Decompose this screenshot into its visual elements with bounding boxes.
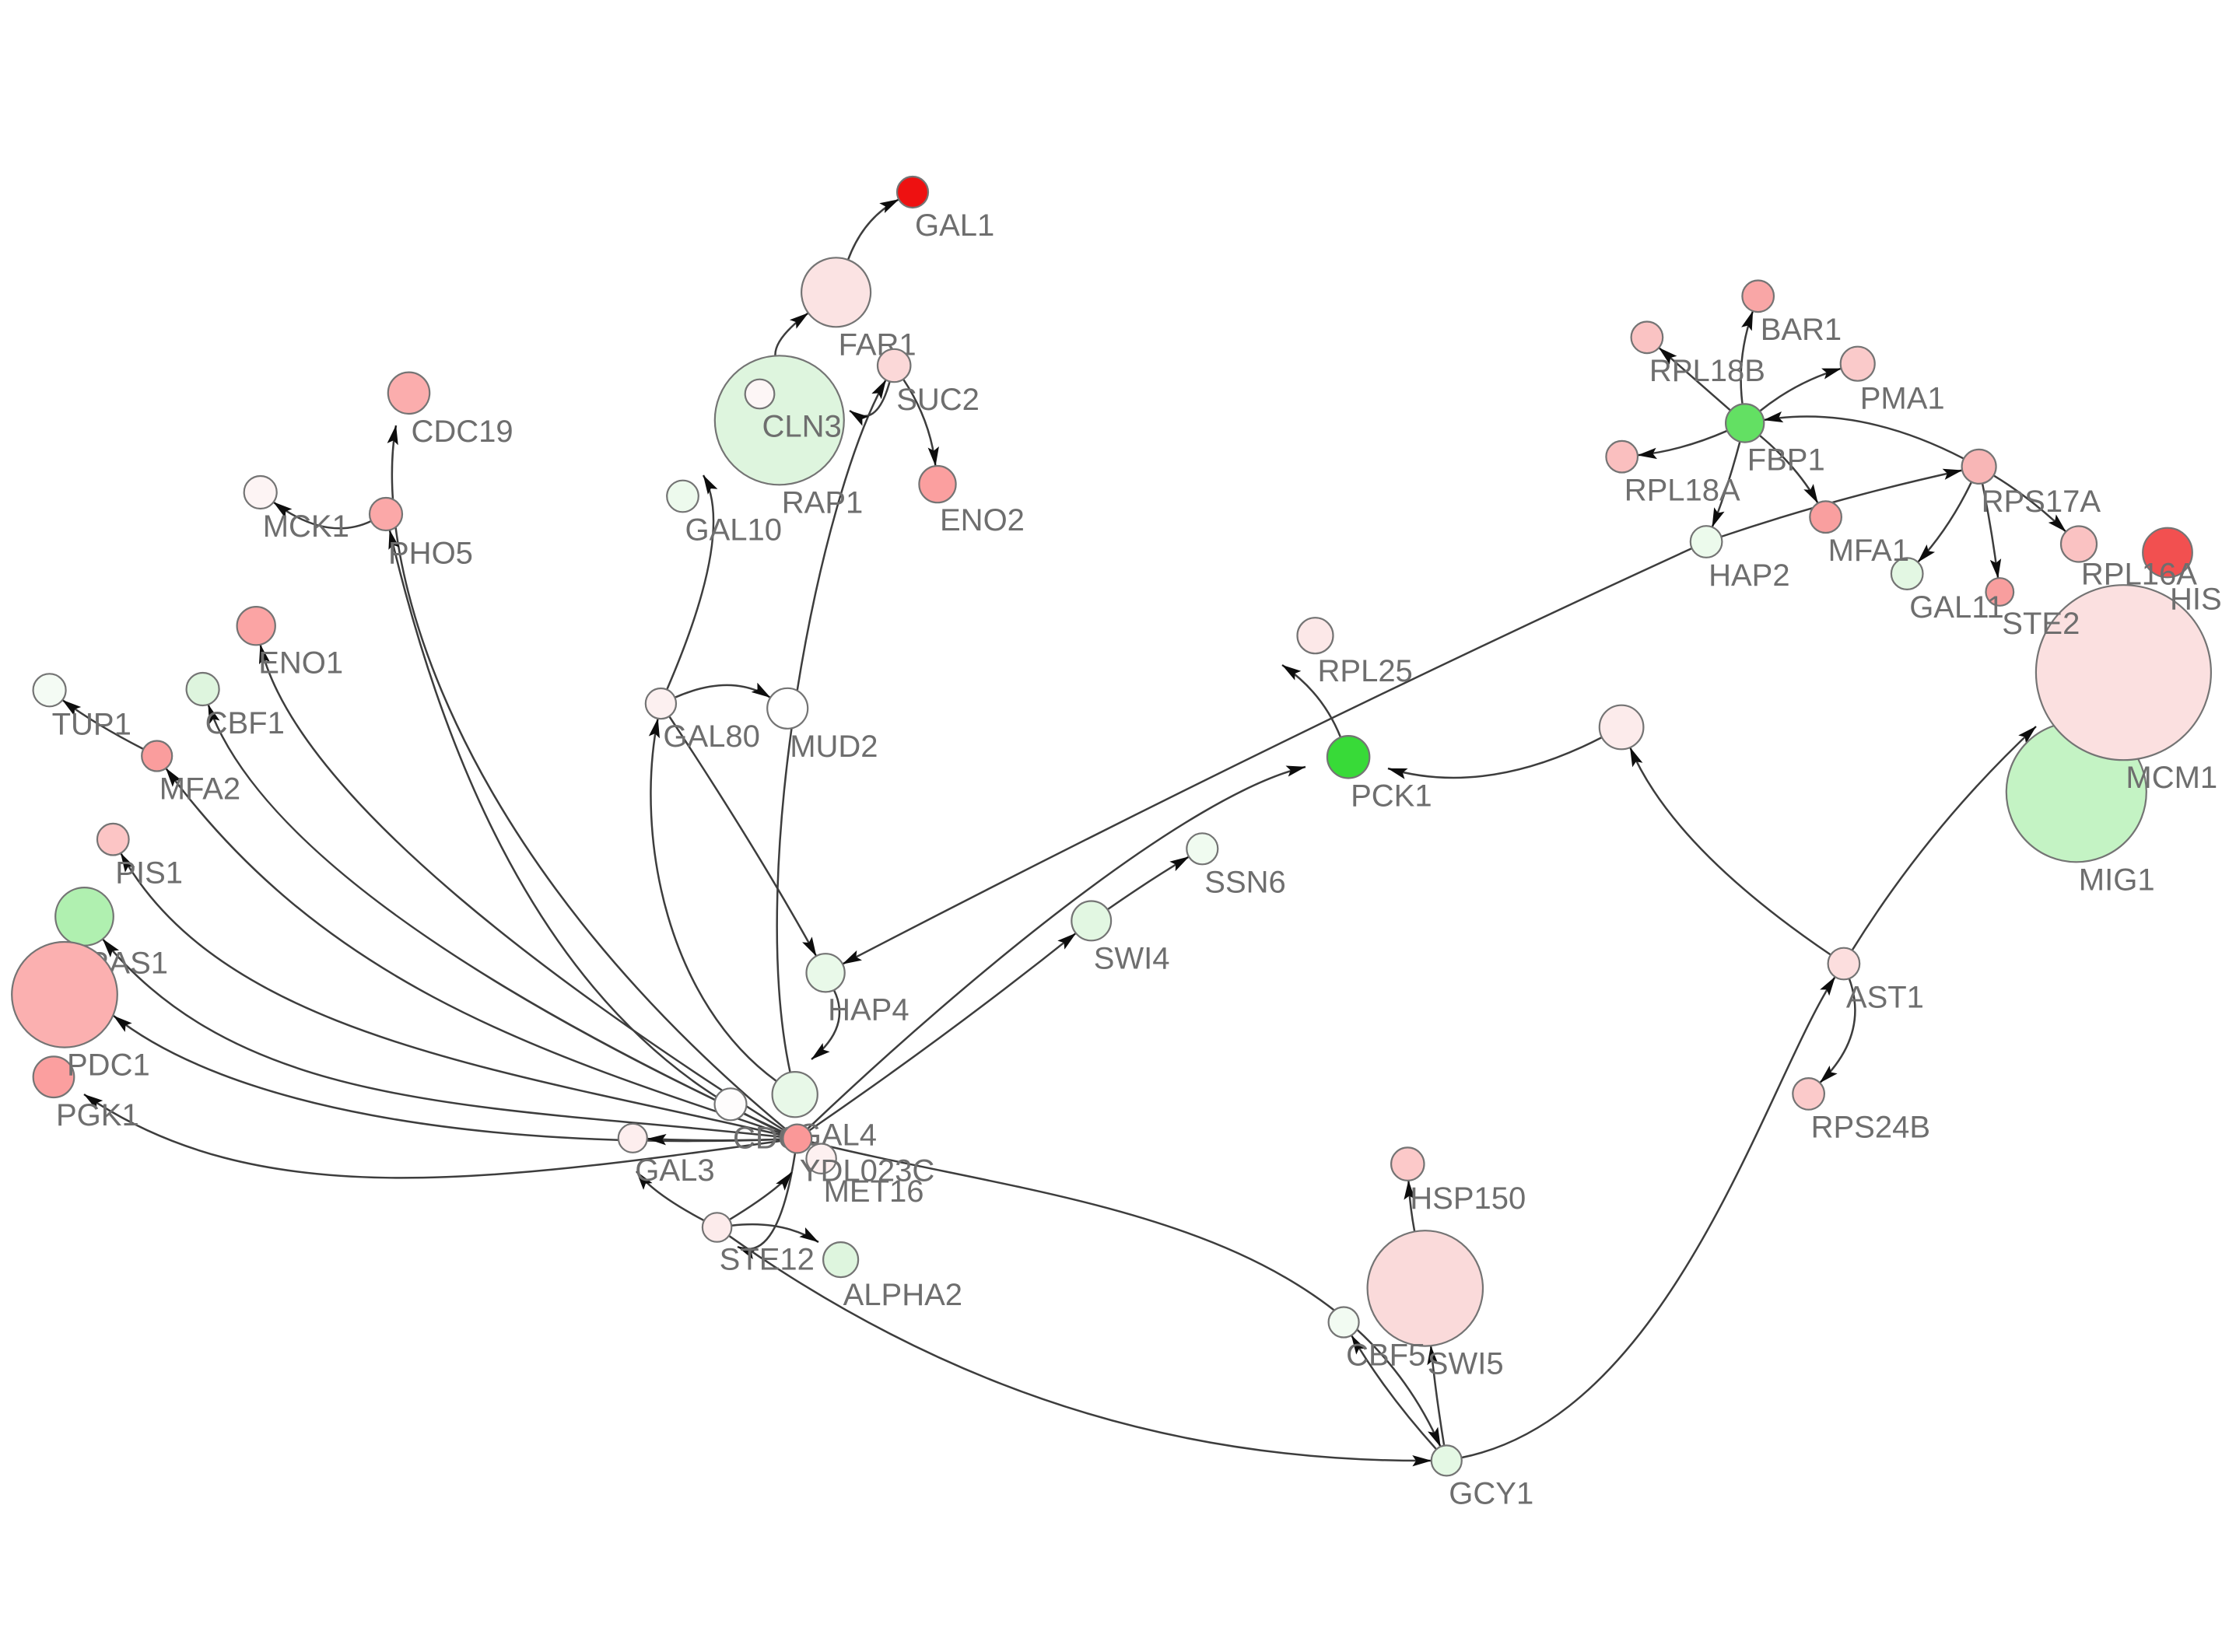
svg-text:RAP1: RAP1 [782,485,864,520]
svg-text:PDC1: PDC1 [67,1048,150,1083]
svg-text:ALPHA2: ALPHA2 [843,1278,962,1312]
svg-text:BAR1: BAR1 [1761,313,1842,347]
svg-text:TUP1: TUP1 [52,707,131,741]
svg-text:HAP4: HAP4 [828,992,909,1027]
svg-text:SWI4: SWI4 [1094,941,1170,975]
svg-text:GCY1: GCY1 [1449,1476,1533,1510]
svg-text:HAP2: HAP2 [1709,558,1790,593]
svg-text:GAL1: GAL1 [915,208,994,243]
svg-text:MFA2: MFA2 [159,772,240,807]
svg-text:MIG1: MIG1 [2079,863,2155,897]
svg-text:CBF1: CBF1 [205,706,285,740]
svg-text:PGK1: PGK1 [56,1098,139,1132]
svg-text:YDL023C: YDL023C [800,1153,934,1188]
svg-text:GAL11: GAL11 [1909,590,2004,625]
svg-text:STE2: STE2 [2002,607,2080,641]
svg-text:RPL18B: RPL18B [1649,354,1765,388]
svg-text:PCK1: PCK1 [1351,779,1432,814]
svg-text:SUC2: SUC2 [896,383,980,417]
svg-text:AST1: AST1 [1846,980,1924,1014]
svg-text:MCM1: MCM1 [2126,761,2217,795]
svg-text:CBF5: CBF5 [1346,1339,1425,1373]
svg-text:GAL3: GAL3 [635,1153,714,1188]
svg-text:HIS4: HIS4 [2170,582,2222,616]
svg-text:MET16: MET16 [824,1174,924,1209]
svg-text:RPS24B: RPS24B [1811,1111,1930,1145]
svg-text:PHO5: PHO5 [388,537,473,571]
svg-text:MUD2: MUD2 [790,730,878,764]
svg-text:ENO1: ENO1 [258,646,343,680]
svg-text:CDC19: CDC19 [412,415,513,449]
svg-text:ENO2: ENO2 [940,503,1025,537]
svg-text:MCK1: MCK1 [263,509,349,544]
svg-text:HSP150: HSP150 [1410,1181,1526,1216]
svg-text:PIS1: PIS1 [115,856,183,891]
svg-text:PMA1: PMA1 [1860,382,1945,416]
svg-text:SSN6: SSN6 [1204,865,1286,899]
svg-text:GAL10: GAL10 [685,513,783,547]
svg-text:CLN3: CLN3 [762,409,842,443]
svg-text:SWI5: SWI5 [1428,1347,1504,1381]
svg-text:RPS17A: RPS17A [1982,485,2101,519]
svg-text:MFA1: MFA1 [1828,534,1909,568]
svg-text:RPL18A: RPL18A [1624,474,1740,508]
svg-text:FBP1: FBP1 [1747,443,1825,478]
svg-text:GAL80: GAL80 [663,719,760,754]
svg-text:STE12: STE12 [720,1243,815,1277]
svg-text:RPL25: RPL25 [1318,654,1413,688]
svg-text:RPL16A: RPL16A [2081,558,2197,592]
